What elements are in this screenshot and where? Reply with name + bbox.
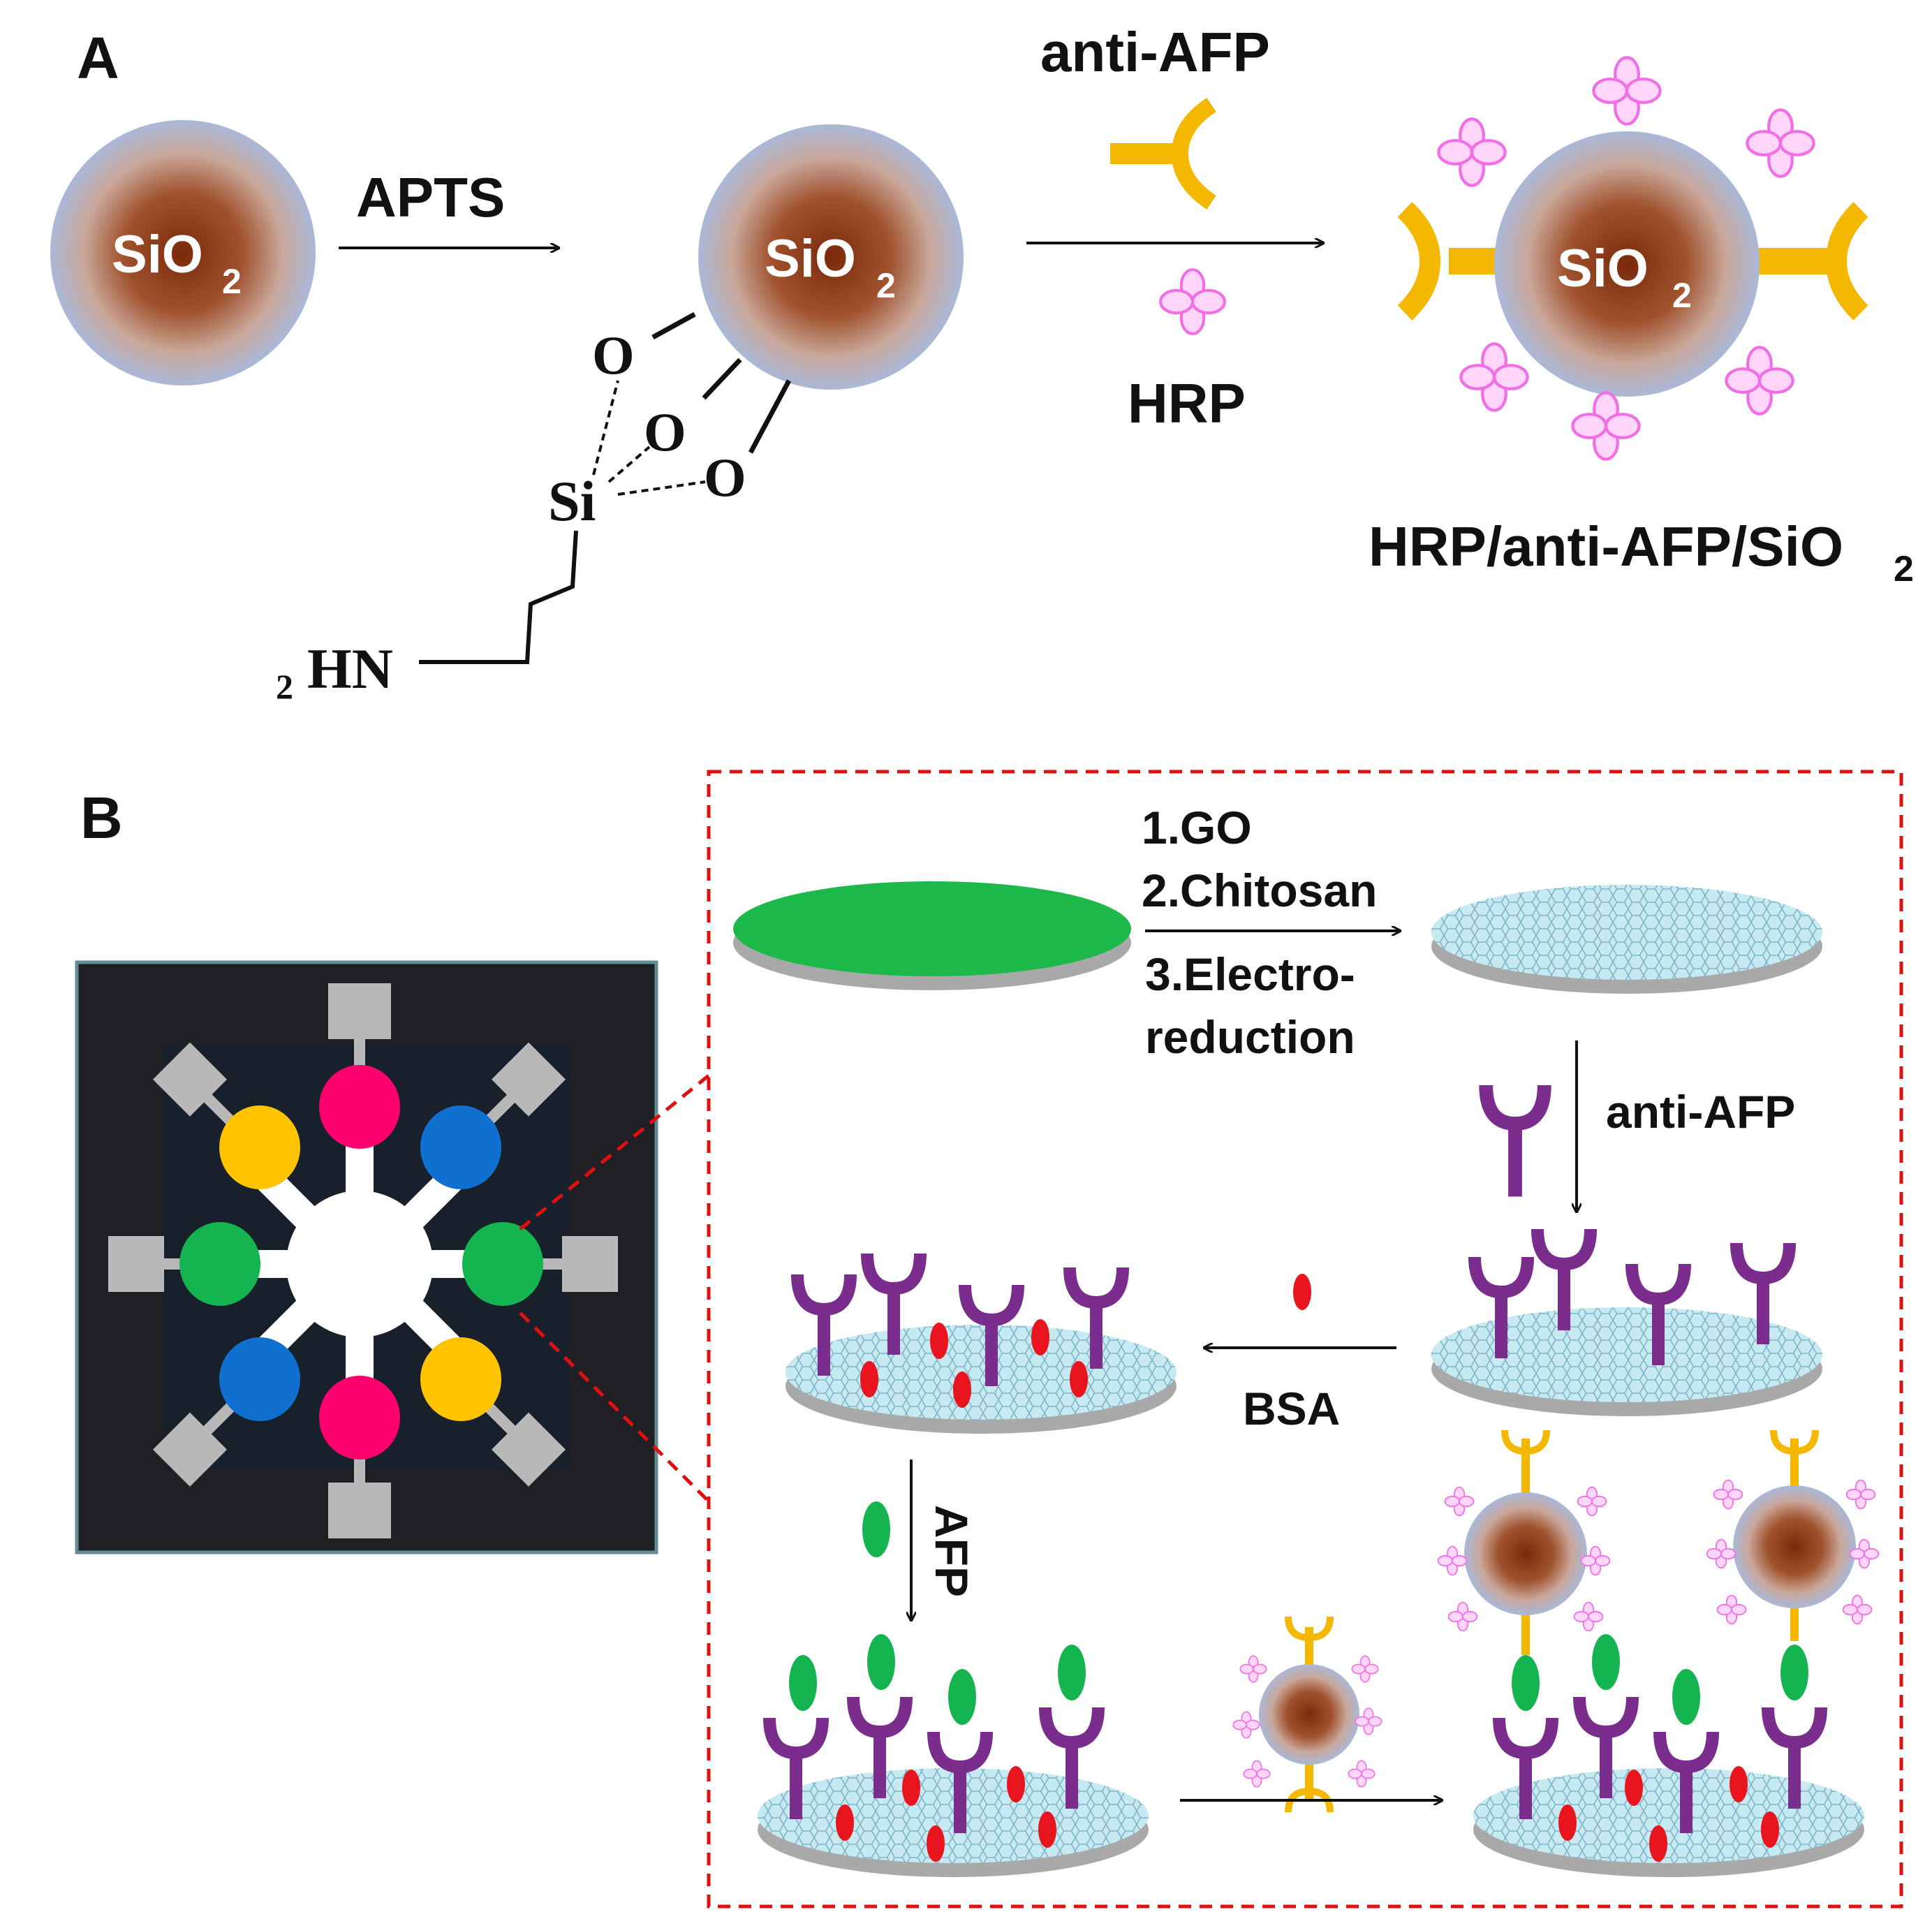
svg-text:SiO: SiO bbox=[112, 225, 203, 284]
afp-icon bbox=[862, 1501, 890, 1557]
apts-label: APTS bbox=[356, 166, 505, 228]
svg-text:2: 2 bbox=[276, 667, 293, 706]
sio2-particle-apts: SiO 2 bbox=[698, 124, 964, 390]
zoom-box bbox=[707, 770, 1903, 1909]
purple-antibody-icon bbox=[1486, 1085, 1544, 1197]
svg-text:2: 2 bbox=[1672, 276, 1692, 315]
step-2-label: 2.Chitosan bbox=[1142, 865, 1377, 916]
svg-text:O: O bbox=[704, 447, 746, 508]
hrp-label-a: HRP bbox=[1128, 372, 1246, 434]
svg-text:SiO: SiO bbox=[765, 229, 856, 288]
svg-text:HN: HN bbox=[307, 637, 393, 700]
bare-electrode bbox=[733, 881, 1131, 990]
sandwich-electrode bbox=[1437, 1429, 1880, 1877]
svg-text:Si: Si bbox=[548, 469, 596, 533]
afp-label: AFP bbox=[926, 1505, 978, 1597]
panel-a-label: A bbox=[77, 25, 119, 91]
bsa-icon bbox=[1293, 1274, 1311, 1310]
bsa-label: BSA bbox=[1243, 1383, 1340, 1434]
svg-text:2: 2 bbox=[222, 262, 242, 301]
apts-structure: O O O Si 2 HN bbox=[276, 311, 792, 706]
svg-text:O: O bbox=[592, 325, 635, 385]
step-1-label: 1.GO bbox=[1142, 802, 1252, 853]
panel-b-label: B bbox=[80, 785, 123, 851]
hrp-anti-afp-sio2-conjugate: SiO 2 bbox=[1397, 57, 1868, 459]
anti-afp-label-b: anti-AFP bbox=[1606, 1086, 1795, 1138]
step-3-label-cont: reduction bbox=[1145, 1011, 1355, 1063]
afp-captured-electrode bbox=[758, 1634, 1149, 1877]
antibody-electrode bbox=[1431, 1229, 1822, 1416]
bsa-blocked-electrode bbox=[786, 1254, 1177, 1434]
svg-text:SiO: SiO bbox=[1557, 239, 1649, 298]
conjugate-icon bbox=[1232, 1616, 1382, 1813]
zoom-lines bbox=[519, 1074, 710, 1503]
anti-afp-label-a: anti-AFP bbox=[1040, 21, 1270, 83]
svg-text:O: O bbox=[644, 402, 686, 462]
product-label: HRP/anti-AFP/SiO bbox=[1369, 515, 1843, 578]
electrode-array-chip bbox=[75, 960, 658, 1554]
hrp-flower-icon bbox=[1160, 270, 1225, 334]
gold-antibody-icon bbox=[1110, 98, 1216, 209]
sio2-particle-bare: SiO 2 bbox=[50, 120, 316, 385]
product-label-sub: 2 bbox=[1894, 549, 1914, 589]
svg-text:2: 2 bbox=[876, 266, 896, 305]
graphene-electrode bbox=[1431, 885, 1822, 994]
step-3-label: 3.Electro- bbox=[1145, 948, 1355, 1000]
